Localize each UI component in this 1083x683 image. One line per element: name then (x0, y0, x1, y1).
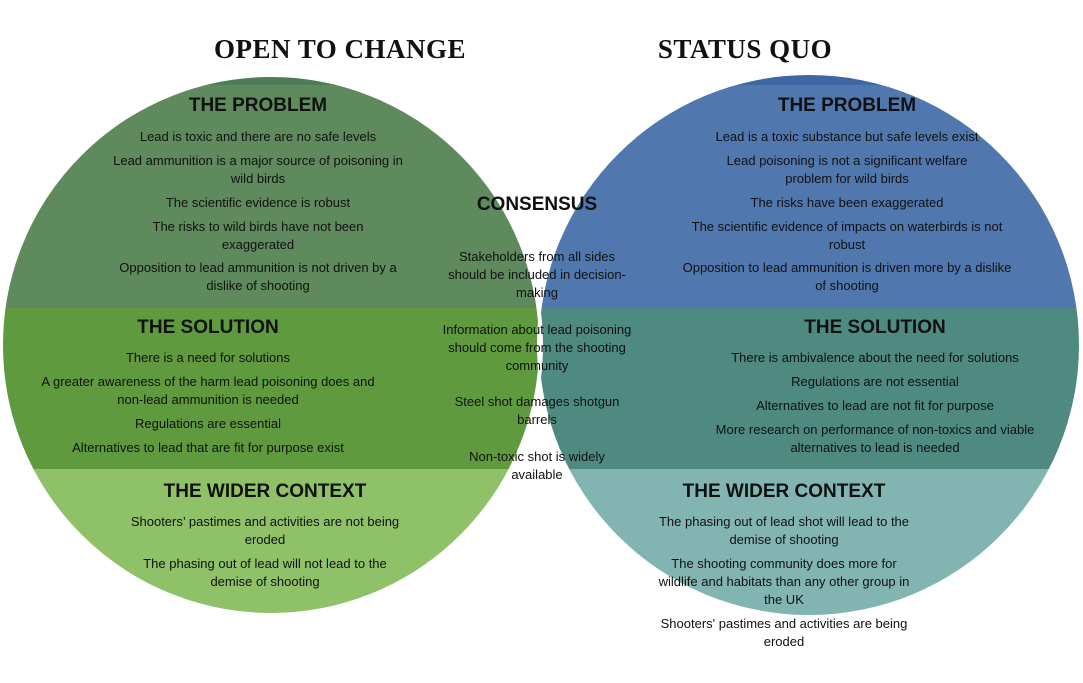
right-solution-heading: THE SOLUTION (804, 317, 946, 338)
consensus-item: Stakeholders from all sides should be in… (448, 249, 626, 300)
left-title-band (1, 75, 541, 85)
left-title: OPEN TO CHANGE (213, 34, 467, 64)
right-problem-item: The scientific evidence of impacts on wa… (691, 219, 1003, 252)
left-context-item: Shooters’ pastimes and activities are no… (130, 514, 400, 547)
consensus-item: Information about lead poisoning should … (442, 322, 632, 373)
left-context-heading: THE WIDER CONTEXT (163, 481, 367, 502)
left-solution-item: Regulations are essential (135, 416, 281, 431)
right-context-item: Shooters' pastimes and activities are be… (660, 616, 908, 649)
right-solution-item: Alternatives to lead are not fit for pur… (756, 398, 994, 413)
right-problem-item: Lead poisoning is not a significant welf… (726, 153, 968, 186)
left-problem-heading: THE PROBLEM (188, 95, 328, 116)
right-context-item: The phasing out of lead shot will lead t… (658, 514, 910, 547)
right-solution-item: Regulations are not essential (791, 374, 959, 389)
left-solution-item: There is a need for solutions (125, 350, 291, 365)
left-context-item: The phasing out of lead will not lead to… (143, 556, 387, 589)
right-problem-item: The risks have been exaggerated (750, 195, 944, 210)
left-problem-item: Lead ammunition is a major source of poi… (113, 153, 403, 186)
right-problem-item: Opposition to lead ammunition is driven … (682, 260, 1012, 293)
left-solution-item: Alternatives to lead that are fit for pu… (72, 440, 344, 455)
left-solution-heading: THE SOLUTION (137, 317, 279, 338)
right-title: STATUS QUO (657, 34, 833, 64)
right-problem-item: Lead is a toxic substance but safe level… (715, 129, 979, 144)
consensus-item: Steel shot damages shotgun barrels (454, 394, 620, 427)
left-problem-item: Lead is toxic and there are no safe leve… (139, 129, 377, 144)
right-solution-band (539, 308, 1079, 469)
right-context-heading: THE WIDER CONTEXT (682, 481, 886, 502)
right-title-band (539, 75, 1079, 85)
left-problem-item: The risks to wild birds have not been ex… (152, 219, 364, 252)
right-solution-item: More research on performance of non-toxi… (715, 422, 1035, 455)
left-solution-item: A greater awareness of the harm lead poi… (41, 374, 375, 407)
left-problem-item: Opposition to lead ammunition is not dri… (119, 260, 397, 293)
left-solution-band (1, 308, 541, 469)
left-problem-item: The scientific evidence is robust (165, 195, 351, 210)
right-solution-item: There is ambivalence about the need for … (731, 350, 1019, 365)
right-problem-heading: THE PROBLEM (777, 95, 917, 116)
right-context-item: The shooting community does more for wil… (658, 556, 910, 607)
consensus-item: Non-toxic shot is widely available (469, 449, 605, 482)
consensus-heading: CONSENSUS (476, 194, 598, 215)
